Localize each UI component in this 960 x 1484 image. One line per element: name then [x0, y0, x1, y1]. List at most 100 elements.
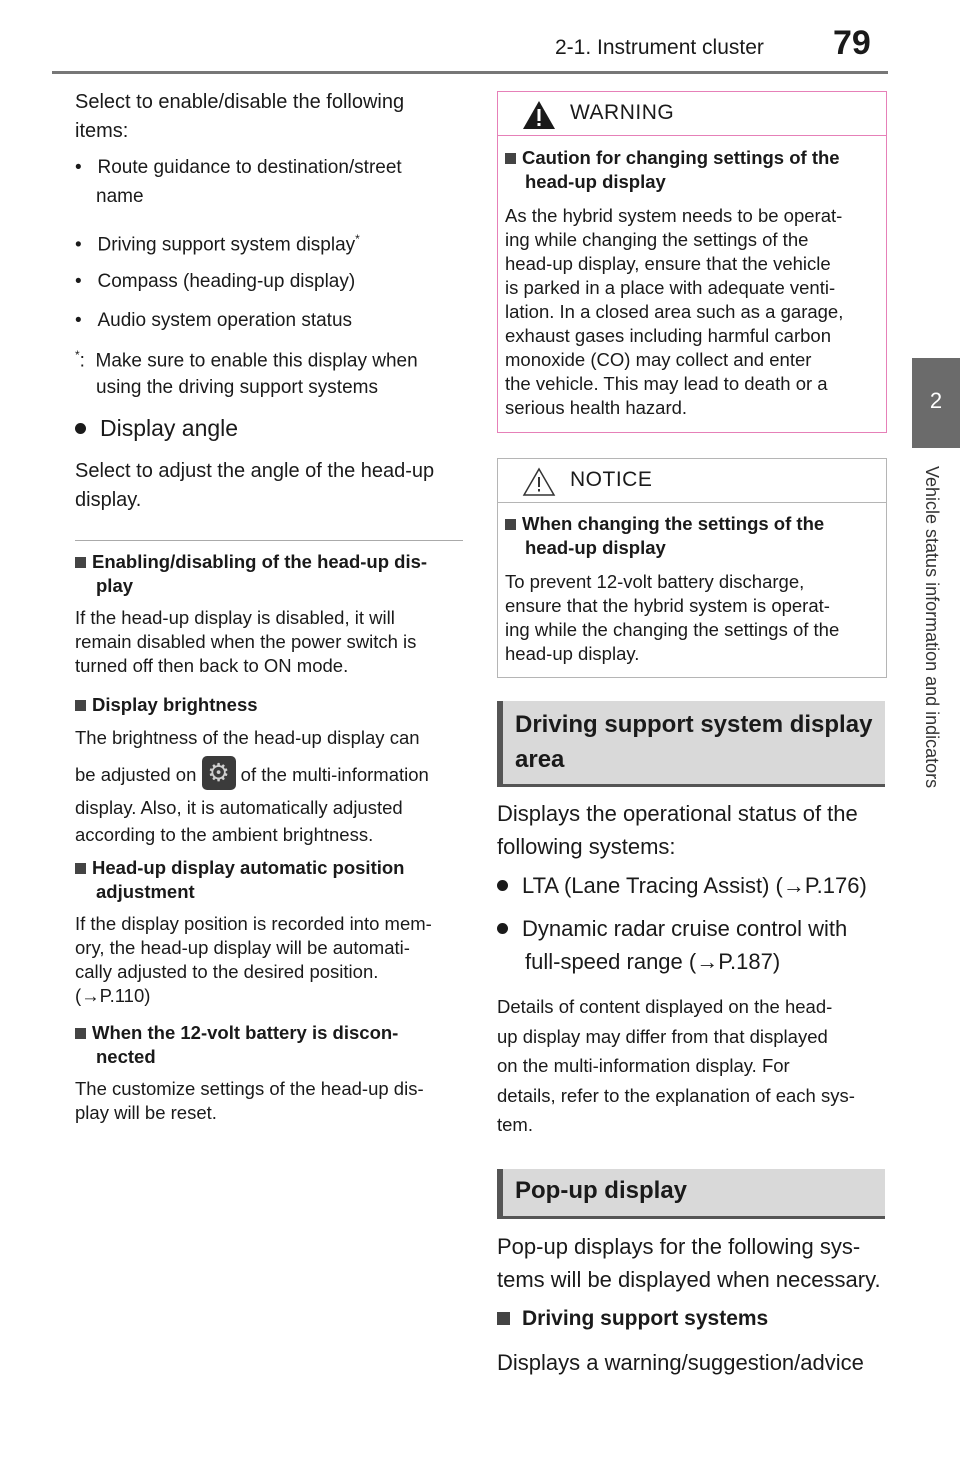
item-text: full-speed range (→P.187) — [525, 949, 781, 974]
section-heading-text: Driving support system display area — [515, 711, 873, 773]
notice-box: NOTICE When changing the settings of the… — [497, 458, 887, 678]
popup-text: Displays a warning/suggestion/advice — [497, 1350, 864, 1375]
note-title: Head-up display automatic position — [75, 856, 470, 880]
item-text: LTA (Lane Tracing Assist) (→P.176) — [522, 873, 867, 898]
note-line: display. Also, it is automatically adjus… — [75, 797, 403, 818]
list-item: • Audio system operation status — [75, 310, 353, 331]
notice-header: NOTICE — [498, 459, 886, 503]
bullet-icon — [75, 423, 86, 434]
warning-line: ing while changing the settings of the — [505, 229, 809, 250]
notice-line: To prevent 12-volt battery discharge, — [505, 571, 805, 592]
section-heading-popup: Pop-up display — [497, 1169, 885, 1219]
section-heading-driving-support: Driving support system display area — [497, 701, 885, 787]
warning-box: WARNING Caution for changing settings of… — [497, 91, 887, 433]
paragraph-line: tems will be displayed when necessary. — [497, 1267, 881, 1292]
chapter-tab — [912, 358, 960, 448]
note-title: play — [96, 575, 134, 596]
footnote: *: Make sure to enable this display when — [75, 348, 418, 372]
page-reference-link[interactable]: (→P.110) — [75, 985, 151, 1006]
warning-line: head-up display, ensure that the vehicle — [505, 253, 831, 274]
popup-sub-heading: Driving support systems — [497, 1307, 768, 1331]
note-line: The brightness of the head-up display ca… — [75, 727, 420, 748]
warning-title: Caution for changing settings of the — [505, 146, 872, 170]
list-item: • Route guidance to destination/street — [75, 157, 402, 178]
dss-item-lta: LTA (Lane Tracing Assist) (→P.176) — [497, 873, 867, 899]
bullet-icon — [497, 923, 508, 934]
notice-line: head-up display. — [505, 643, 640, 664]
square-bullet-icon — [497, 1312, 510, 1325]
warning-label: WARNING — [570, 101, 675, 124]
warning-line: As the hybrid system needs to be operat- — [505, 205, 843, 226]
note-line: remain disabled when the power switch is — [75, 631, 417, 652]
square-bullet-icon — [75, 557, 86, 568]
warning-body: Caution for changing settings of the hea… — [498, 136, 886, 420]
section-title: 2-1. Instrument cluster — [555, 36, 764, 59]
display-angle-text: Select to adjust the angle of the head-u… — [75, 457, 475, 515]
paragraph-line: Displays the operational status of the — [497, 801, 858, 826]
square-bullet-icon — [505, 153, 516, 164]
note-title: nected — [96, 1046, 156, 1067]
warning-header: WARNING — [498, 92, 886, 136]
note-brightness: Display brightness The brightness of the… — [75, 693, 470, 847]
note-line: turned off then back to ON mode. — [75, 655, 349, 676]
dss-intro: Displays the operational status of the f… — [497, 797, 897, 863]
notice-body: When changing the settings of the head-u… — [498, 503, 886, 666]
section-heading-text: Pop-up display — [515, 1177, 688, 1204]
notice-label: NOTICE — [570, 468, 653, 491]
paragraph-line: Details of content displayed on the head… — [497, 996, 833, 1017]
chapter-number: 2 — [929, 388, 943, 413]
note-title: Enabling/disabling of the head-up dis- — [75, 550, 470, 574]
warning-line: the vehicle. This may lead to death or a — [505, 373, 828, 394]
list-item: • Driving support system display* — [75, 232, 360, 256]
note-line: The customize settings of the head-up di… — [75, 1078, 424, 1099]
paragraph-line: Pop-up displays for the following sys- — [497, 1234, 861, 1259]
list-item-text: Route guidance to destination/street — [97, 157, 402, 178]
note-line: play will be reset. — [75, 1102, 217, 1123]
intro-paragraph: Select to enable/disable the following i… — [75, 88, 475, 146]
list-item-text: Driving support system display — [97, 234, 356, 256]
settings-gear-icon: ⚙ — [201, 756, 236, 790]
note-line: If the display position is recorded into… — [75, 913, 432, 934]
paragraph-line: display. — [75, 489, 142, 511]
paragraph-line: on the multi-information display. For — [497, 1055, 790, 1076]
note-line: If the head-up display is disabled, it w… — [75, 607, 395, 628]
note-title: When the 12-volt battery is discon- — [75, 1021, 470, 1045]
warning-line: lation. In a closed area such as a garag… — [505, 301, 844, 322]
paragraph-line: up display may differ from that displaye… — [497, 1025, 828, 1047]
note-title: Display brightness — [75, 693, 470, 717]
warning-line: exhaust gases including harmful carbon — [505, 325, 831, 346]
paragraph-line: following systems: — [497, 834, 676, 859]
page-number: 79 — [833, 24, 871, 62]
warning-line: is parked in a place with adequate venti… — [505, 277, 836, 298]
paragraph-line: Select to adjust the angle of the head-u… — [75, 460, 435, 482]
bullet-icon — [497, 880, 508, 891]
warning-line: monoxide (CO) may collect and enter — [505, 349, 812, 370]
note-line: cally adjusted to the desired position. — [75, 961, 379, 982]
note-line: be adjusted on ⚙ of the multi-informatio… — [75, 756, 470, 793]
warning-triangle-icon — [523, 101, 555, 129]
heading-text: Display angle — [100, 415, 239, 441]
note-line: according to the ambient brightness. — [75, 824, 374, 845]
note-line: ory, the head-up display will be automat… — [75, 937, 410, 958]
footnote-mark: * — [75, 348, 80, 362]
list-item-text: Audio system operation status — [97, 310, 353, 331]
warning-title: head-up display — [525, 171, 666, 192]
footnote-mark: * — [355, 232, 360, 246]
square-bullet-icon — [505, 519, 516, 530]
note-enabling: Enabling/disabling of the head-up dis- p… — [75, 550, 470, 678]
notice-title: head-up display — [525, 537, 666, 558]
notice-title: When changing the settings of the — [505, 512, 872, 536]
intro-line: items: — [75, 120, 129, 142]
dss-note: Details of content displayed on the head… — [497, 992, 892, 1140]
warning-line: serious health hazard. — [505, 397, 688, 418]
notice-line: ing while the changing the settings of t… — [505, 619, 840, 640]
list-item-text: Compass (heading-up display) — [97, 271, 356, 292]
footnote-text: using the driving support systems — [96, 377, 378, 398]
divider — [75, 540, 463, 541]
popup-intro: Pop-up displays for the following sys- t… — [497, 1230, 897, 1296]
square-bullet-icon — [75, 1028, 86, 1039]
display-angle-heading: Display angle — [75, 415, 238, 442]
note-title: adjustment — [96, 881, 195, 902]
square-bullet-icon — [75, 863, 86, 874]
header-rule — [52, 71, 888, 74]
